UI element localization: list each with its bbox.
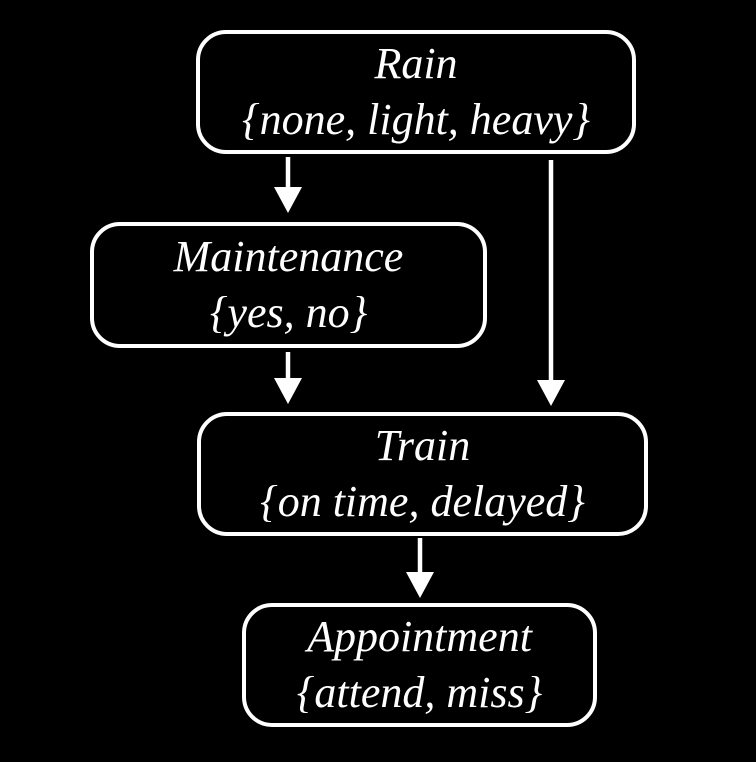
- node-rain: Rain {none, light, heavy}: [196, 30, 636, 154]
- node-maintenance: Maintenance {yes, no}: [90, 222, 487, 348]
- edge-train-appointment: [406, 538, 434, 598]
- node-train-domain: {on time, delayed}: [260, 477, 585, 526]
- node-appointment: Appointment {attend, miss}: [242, 603, 597, 727]
- node-appointment-label: Appointment: [307, 612, 532, 661]
- node-rain-label: Rain: [374, 39, 458, 88]
- edge-rain-maintenance: [274, 157, 302, 213]
- node-train-label: Train: [374, 421, 471, 470]
- node-rain-domain: {none, light, heavy}: [242, 95, 590, 144]
- node-train: Train {on time, delayed}: [197, 412, 648, 536]
- node-appointment-domain: {attend, miss}: [296, 668, 543, 717]
- node-maintenance-label: Maintenance: [173, 232, 404, 281]
- edge-maintenance-train: [274, 352, 302, 404]
- node-maintenance-domain: {yes, no}: [209, 288, 368, 337]
- edge-rain-train: [537, 160, 565, 406]
